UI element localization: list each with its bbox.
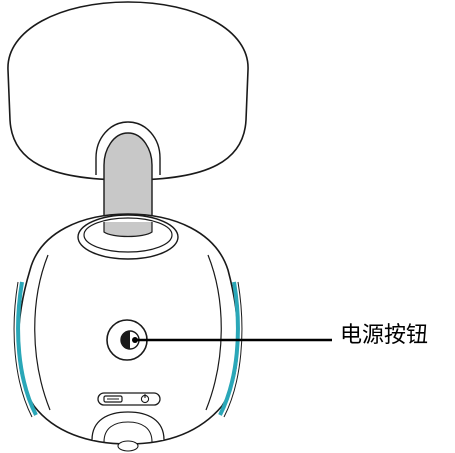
- camera-foot-tip: [117, 440, 139, 452]
- camera-head: [7, 1, 249, 181]
- power-button-icon[interactable]: [106, 319, 148, 361]
- callout-anchor-dot: [132, 337, 138, 343]
- camera-foot: [91, 411, 165, 441]
- right-accent-edge: [223, 281, 243, 418]
- neck-base: [103, 222, 153, 238]
- body-right-contour: [205, 254, 222, 411]
- right-accent-stripe: [218, 281, 240, 416]
- usb-port-icon: [103, 395, 123, 403]
- camera-neck: [103, 132, 153, 223]
- left-accent-stripe: [16, 281, 38, 416]
- power-button-label: 电源按钮: [340, 323, 429, 348]
- camera-foot-inner: [103, 421, 153, 443]
- left-accent-edge: [13, 281, 33, 418]
- power-icon: [140, 394, 150, 404]
- body-left-contour: [34, 254, 51, 411]
- camera-neck-ring: [95, 121, 161, 175]
